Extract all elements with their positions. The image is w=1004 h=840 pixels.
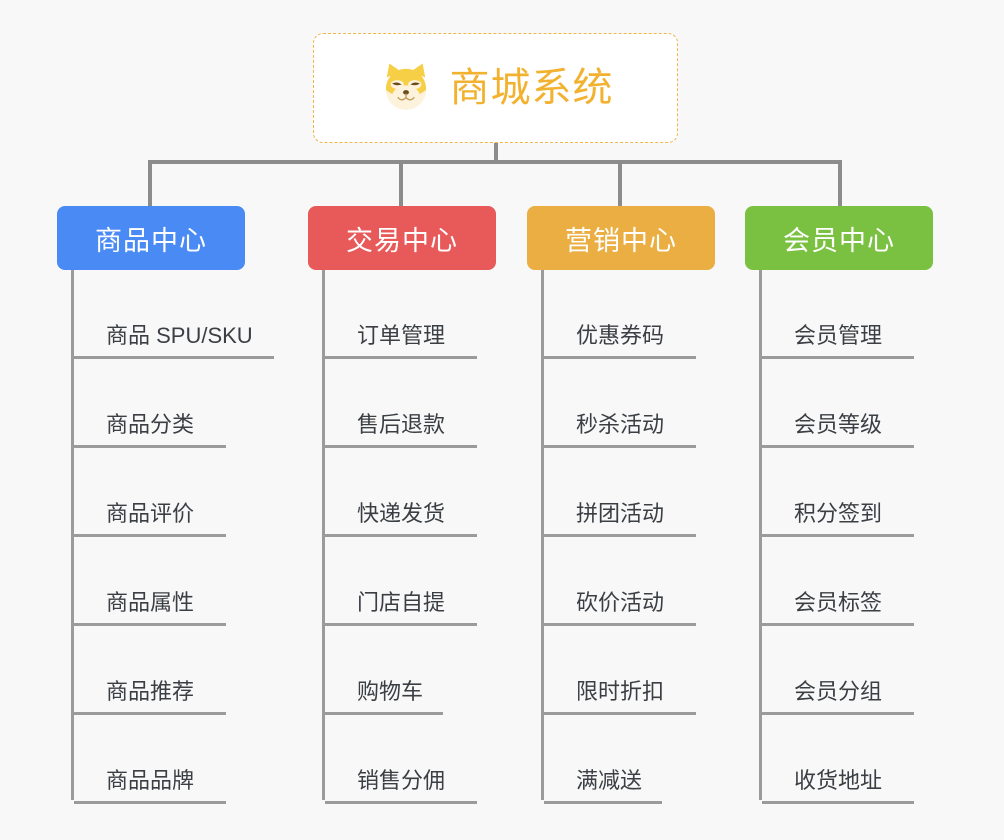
branch-trade-center: 交易中心订单管理售后退款快递发货门店自提购物车销售分佣 [308, 206, 496, 804]
leaf-label: 商品评价 [74, 501, 226, 537]
leaf-node[interactable]: 秒杀活动 [544, 359, 715, 448]
leaf-label: 满减送 [544, 768, 662, 804]
leaf-node[interactable]: 商品 SPU/SKU [74, 270, 274, 359]
leaf-node[interactable]: 积分签到 [762, 448, 933, 537]
leaf-label: 销售分佣 [325, 768, 477, 804]
leaf-label: 商品分类 [74, 412, 226, 448]
leaf-label: 收货地址 [762, 768, 914, 804]
leaf-node[interactable]: 商品品牌 [74, 715, 245, 804]
leaf-node[interactable]: 会员标签 [762, 537, 933, 626]
root-title: 商城系统 [449, 66, 614, 110]
leaf-node[interactable]: 商品评价 [74, 448, 245, 537]
leaf-label: 秒杀活动 [544, 412, 696, 448]
leaf-label: 购物车 [325, 679, 443, 715]
leaf-label: 会员标签 [762, 590, 914, 626]
leaf-node[interactable]: 快递发货 [325, 448, 496, 537]
leaf-label: 会员等级 [762, 412, 914, 448]
leaf-node[interactable]: 售后退款 [325, 359, 496, 448]
leaf-node[interactable]: 商品分类 [74, 359, 245, 448]
leaf-label: 拼团活动 [544, 501, 696, 537]
leaf-label: 积分签到 [762, 501, 914, 537]
leaf-node[interactable]: 购物车 [325, 626, 496, 715]
leaf-node[interactable]: 商品属性 [74, 537, 245, 626]
branch-items-trade-center: 订单管理售后退款快递发货门店自提购物车销售分佣 [322, 270, 496, 804]
connector-root-stem [494, 143, 498, 162]
branch-header-marketing-center[interactable]: 营销中心 [527, 206, 715, 270]
leaf-label: 门店自提 [325, 590, 477, 626]
leaf-label: 商品 SPU/SKU [74, 323, 274, 359]
leaf-label: 商品推荐 [74, 679, 226, 715]
connector-drop-marketing-center [618, 160, 622, 208]
leaf-label: 优惠券码 [544, 323, 696, 359]
branch-header-trade-center[interactable]: 交易中心 [308, 206, 496, 270]
connector-drop-product-center [148, 160, 152, 208]
branch-items-marketing-center: 优惠券码秒杀活动拼团活动砍价活动限时折扣满减送 [541, 270, 715, 804]
branch-member-center: 会员中心会员管理会员等级积分签到会员标签会员分组收货地址 [745, 206, 933, 804]
leaf-label: 砍价活动 [544, 590, 696, 626]
leaf-label: 会员管理 [762, 323, 914, 359]
leaf-label: 会员分组 [762, 679, 914, 715]
branch-items-product-center: 商品 SPU/SKU 商品分类商品评价商品属性商品推荐商品品牌 [71, 270, 274, 804]
leaf-node[interactable]: 会员等级 [762, 359, 933, 448]
leaf-label: 商品属性 [74, 590, 226, 626]
branch-product-center: 商品中心商品 SPU/SKU 商品分类商品评价商品属性商品推荐商品品牌 [57, 206, 274, 804]
connector-drop-trade-center [399, 160, 403, 208]
root-node[interactable]: 商城系统 [313, 33, 678, 143]
branch-items-member-center: 会员管理会员等级积分签到会员标签会员分组收货地址 [759, 270, 933, 804]
leaf-label: 商品品牌 [74, 768, 226, 804]
branch-marketing-center: 营销中心优惠券码秒杀活动拼团活动砍价活动限时折扣满减送 [527, 206, 715, 804]
leaf-node[interactable]: 砍价活动 [544, 537, 715, 626]
leaf-label: 快递发货 [325, 501, 477, 537]
leaf-node[interactable]: 销售分佣 [325, 715, 496, 804]
branch-header-member-center[interactable]: 会员中心 [745, 206, 933, 270]
leaf-label: 订单管理 [325, 323, 477, 359]
leaf-node[interactable]: 会员管理 [762, 270, 933, 359]
leaf-node[interactable]: 会员分组 [762, 626, 933, 715]
leaf-label: 限时折扣 [544, 679, 696, 715]
leaf-node[interactable]: 限时折扣 [544, 626, 715, 715]
leaf-node[interactable]: 门店自提 [325, 537, 496, 626]
leaf-node[interactable]: 优惠券码 [544, 270, 715, 359]
leaf-node[interactable]: 满减送 [544, 715, 715, 804]
leaf-label: 售后退款 [325, 412, 477, 448]
leaf-node[interactable]: 商品推荐 [74, 626, 245, 715]
leaf-node[interactable]: 订单管理 [325, 270, 496, 359]
leaf-node[interactable]: 拼团活动 [544, 448, 715, 537]
connector-horizontal-bus [148, 160, 842, 164]
branch-header-product-center[interactable]: 商品中心 [57, 206, 245, 270]
connector-drop-member-center [838, 160, 842, 208]
leaf-node[interactable]: 收货地址 [762, 715, 933, 804]
shiba-dog-emoji [378, 60, 434, 116]
